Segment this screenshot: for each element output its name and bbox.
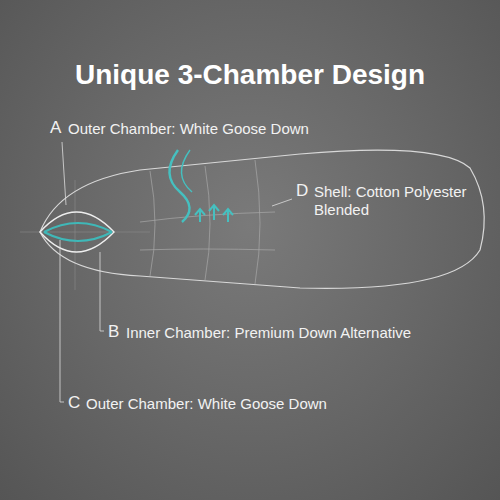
part-label: Inner Chamber: Premium Down Alternative	[126, 324, 466, 342]
title: Unique 3-Chamber Design	[10, 58, 490, 92]
part-label: Shell: Cotton Polyester Blended	[314, 183, 472, 219]
part-label: Outer Chamber: White Goose Down	[86, 395, 426, 413]
callout-letter: A	[50, 118, 61, 138]
callout-letter: B	[108, 322, 119, 342]
part-label: Outer Chamber: White Goose Down	[68, 120, 368, 138]
callout-letter: C	[68, 393, 80, 413]
callout-letter: D	[296, 181, 308, 201]
